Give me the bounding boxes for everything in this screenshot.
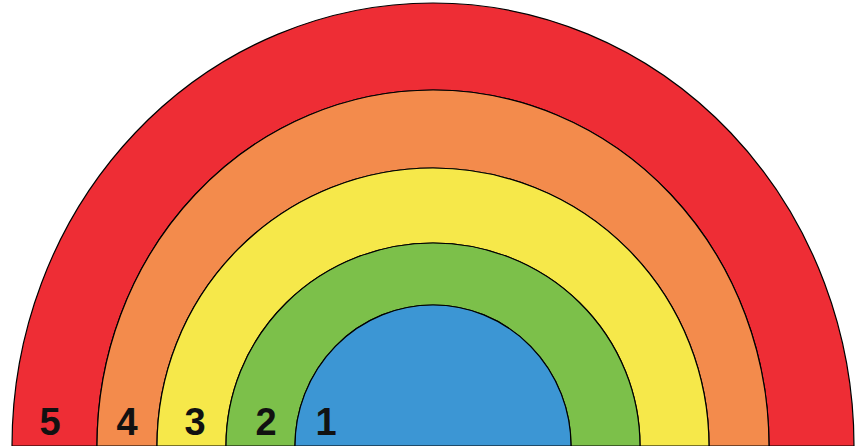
- rainbow-band: 1: [295, 305, 571, 446]
- band-outline: [295, 305, 571, 446]
- band-outline: [97, 90, 769, 446]
- callout-number: 4: [116, 403, 137, 441]
- band-outline: [157, 168, 709, 446]
- callout-number: 1: [315, 403, 336, 441]
- band-outline: [226, 243, 640, 446]
- band-outline: [12, 3, 854, 446]
- callout-number: 3: [184, 403, 205, 441]
- callout-number: 5: [39, 403, 60, 441]
- callout-number: 2: [255, 403, 276, 441]
